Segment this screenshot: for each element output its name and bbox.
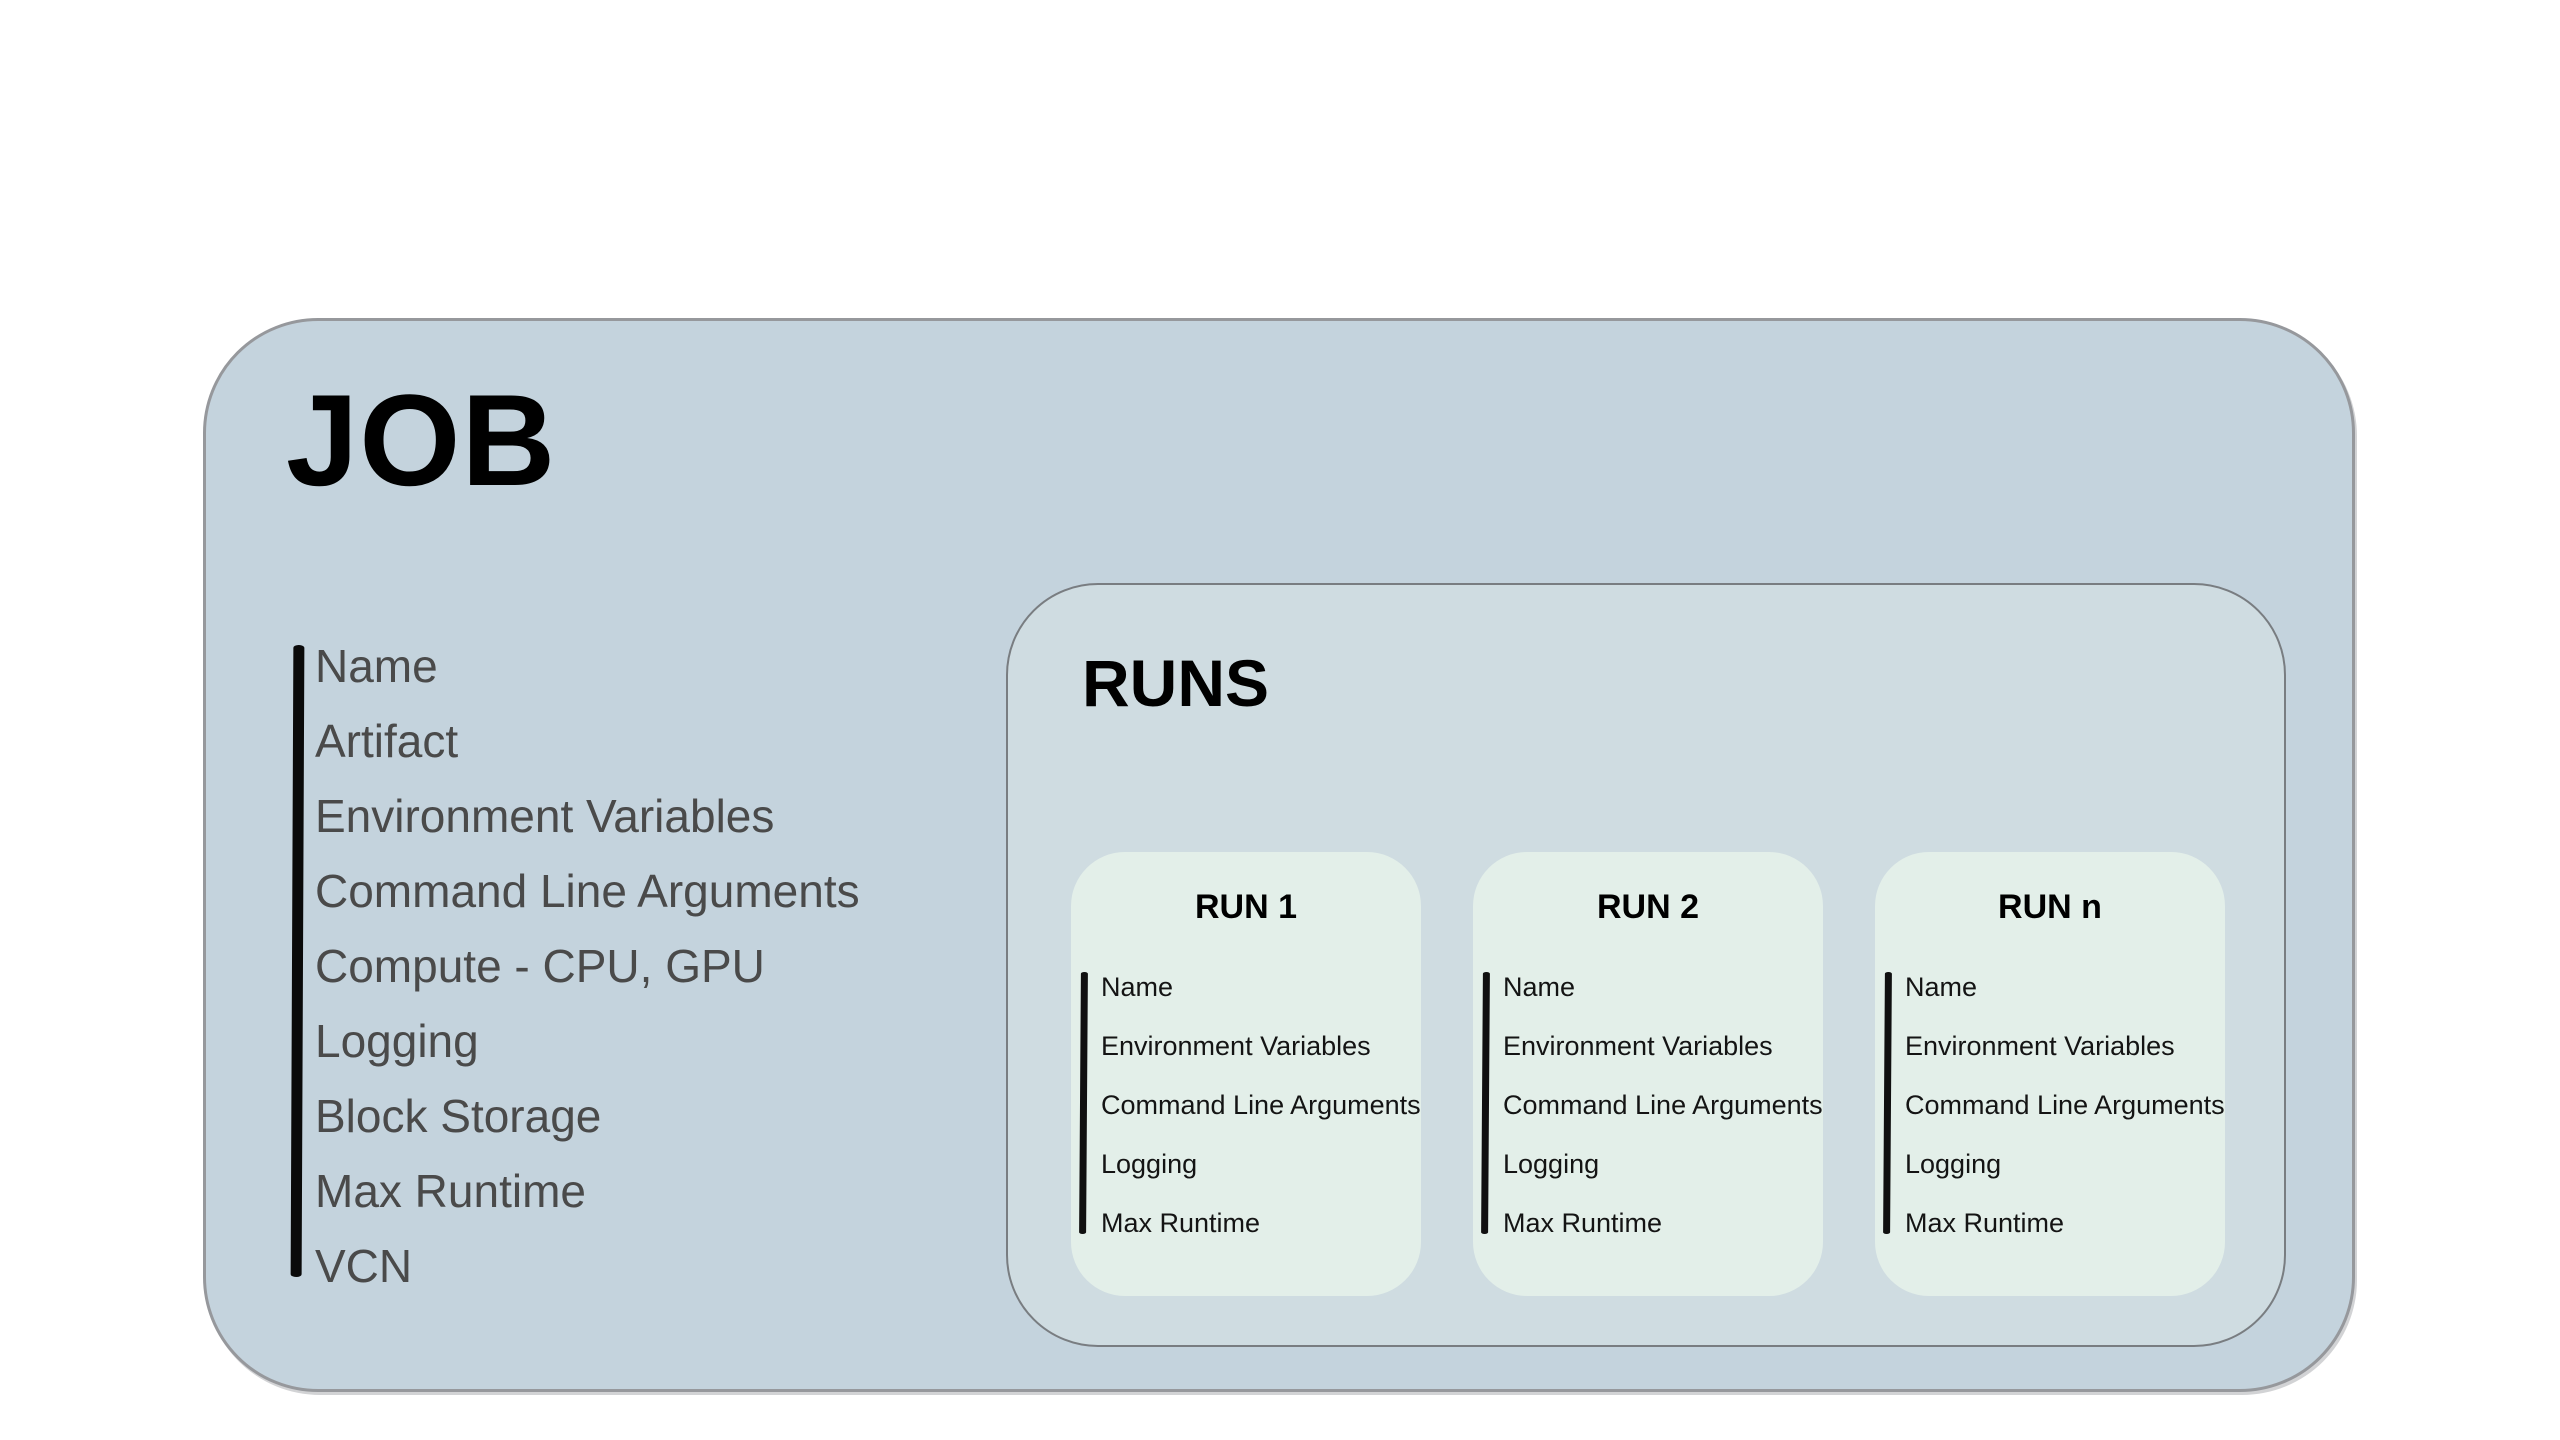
run-attribute-name: Name bbox=[1101, 972, 1174, 1002]
job-attribute-command-line-arguments: Command Line Arguments bbox=[315, 865, 860, 917]
run-card-1-title: RUN 1 bbox=[1194, 888, 1298, 926]
run-attribute-name: Name bbox=[1503, 972, 1576, 1002]
run-card-2-bracket-bar-icon bbox=[1481, 971, 1490, 1235]
run-attribute-environment-variables: Environment Variables bbox=[1905, 1031, 2175, 1061]
run-attribute-name: Name bbox=[1905, 972, 1978, 1002]
job-attribute-block-storage: Block Storage bbox=[315, 1090, 602, 1142]
run-attribute-logging: Logging bbox=[1101, 1149, 1198, 1179]
run-attribute-max-runtime: Max Runtime bbox=[1503, 1208, 1663, 1238]
job-attribute-logging: Logging bbox=[315, 1015, 479, 1067]
run-attribute-command-line-arguments: Command Line Arguments bbox=[1503, 1090, 1823, 1120]
run-attribute-logging: Logging bbox=[1905, 1149, 2002, 1179]
job-attribute-artifact: Artifact bbox=[315, 715, 459, 767]
run-attribute-max-runtime: Max Runtime bbox=[1905, 1208, 2065, 1238]
runs-container: RUNS RUN 1 Name Environment Variables Co… bbox=[1006, 583, 2286, 1347]
job-container: JOB Name Artifact Environment Variables … bbox=[203, 318, 2355, 1392]
job-attribute-vcn: VCN bbox=[315, 1240, 413, 1292]
run-attribute-logging: Logging bbox=[1503, 1149, 1600, 1179]
runs-title: RUNS bbox=[1082, 646, 1270, 720]
job-attribute-max-runtime: Max Runtime bbox=[315, 1165, 586, 1217]
run-card-n-bracket-bar-icon bbox=[1883, 971, 1892, 1235]
job-attribute-environment-variables: Environment Variables bbox=[315, 790, 775, 842]
run-card-1-bracket-bar-icon bbox=[1079, 971, 1088, 1235]
job-attributes-bracket-bar-icon bbox=[290, 644, 305, 1278]
run-attribute-command-line-arguments: Command Line Arguments bbox=[1101, 1090, 1421, 1120]
run-attribute-command-line-arguments: Command Line Arguments bbox=[1905, 1090, 2225, 1120]
run-card-n-title: RUN n bbox=[1998, 888, 2102, 926]
run-card-1: RUN 1 Name Environment Variables Command… bbox=[1071, 852, 1421, 1296]
run-card-n-attributes-list: Name Environment Variables Command Line … bbox=[1905, 958, 2225, 1253]
run-card-n: RUN n Name Environment Variables Command… bbox=[1875, 852, 2225, 1296]
job-attribute-name: Name bbox=[315, 640, 438, 692]
run-attribute-environment-variables: Environment Variables bbox=[1101, 1031, 1371, 1061]
run-card-2-attributes-list: Name Environment Variables Command Line … bbox=[1503, 958, 1823, 1253]
run-attribute-max-runtime: Max Runtime bbox=[1101, 1208, 1261, 1238]
run-card-2: RUN 2 Name Environment Variables Command… bbox=[1473, 852, 1823, 1296]
run-attribute-environment-variables: Environment Variables bbox=[1503, 1031, 1773, 1061]
run-card-1-attributes-list: Name Environment Variables Command Line … bbox=[1101, 958, 1421, 1253]
job-attributes-list: Name Artifact Environment Variables Comm… bbox=[315, 629, 860, 1304]
job-attribute-compute: Compute - CPU, GPU bbox=[315, 940, 765, 992]
run-card-2-title: RUN 2 bbox=[1596, 888, 1700, 926]
job-title: JOB bbox=[286, 367, 557, 513]
